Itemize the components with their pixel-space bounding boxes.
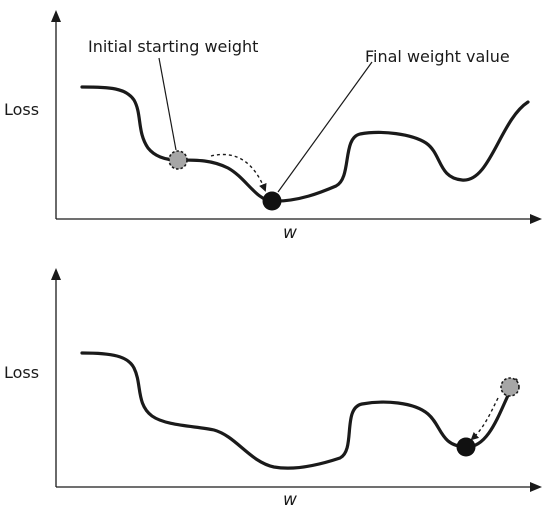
final-weight-annotation: Final weight value <box>365 47 510 66</box>
final-leader-line <box>277 61 373 193</box>
bottom-x-axis-arrow <box>530 482 542 492</box>
top-descent-arrow <box>210 153 267 192</box>
top-panel: Loss w Initial starting weight Final wei… <box>4 10 542 243</box>
top-x-axis-arrow <box>530 214 542 224</box>
bottom-x-axis-label: w <box>283 490 297 506</box>
bottom-panel: Loss w <box>4 268 542 506</box>
bottom-loss-curve <box>80 351 518 470</box>
top-y-axis-label: Loss <box>4 100 39 119</box>
top-loss-curve <box>80 85 530 203</box>
initial-weight-annotation: Initial starting weight <box>88 37 258 56</box>
final-weight-point <box>262 191 282 211</box>
bottom-y-axis-arrow <box>51 268 61 280</box>
bottom-y-axis-label: Loss <box>4 363 39 382</box>
bottom-final-weight-point <box>456 437 476 457</box>
bottom-initial-weight-point <box>500 377 520 397</box>
start-leader-line <box>158 57 177 151</box>
initial-weight-point <box>168 150 188 170</box>
top-y-axis-arrow <box>51 10 61 22</box>
top-x-axis-label: w <box>283 223 297 243</box>
bottom-descent-arrow <box>470 397 499 441</box>
